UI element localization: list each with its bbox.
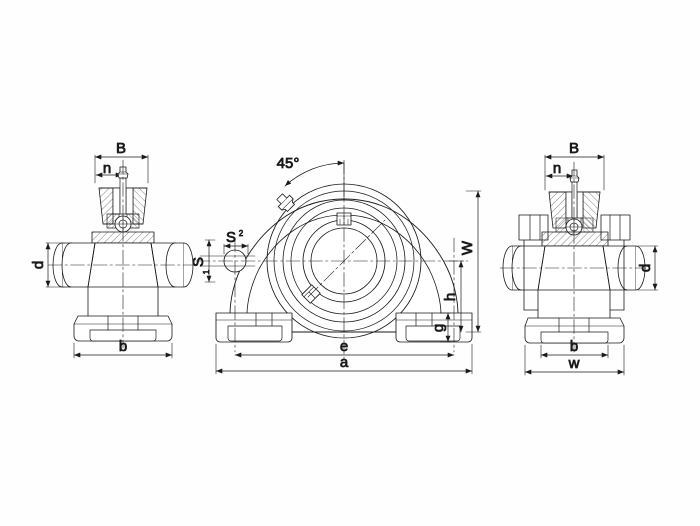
- front-view-label-a: a: [340, 354, 349, 371]
- left-view-dim-d: d: [30, 242, 65, 288]
- front-view-dim-S2: S 2: [223, 229, 249, 255]
- front-view-dim-S1: S 1: [190, 239, 216, 283]
- front-view-label-h: h: [442, 293, 459, 301]
- front-view-label-S1: S: [190, 257, 207, 267]
- left-view-label-n: n: [103, 160, 111, 177]
- left-view-label-d: d: [30, 261, 47, 269]
- front-view-centrelines: [195, 159, 469, 361]
- right-view-dim-B: B: [544, 140, 605, 191]
- front-view-label-S2-sub: 2: [239, 229, 244, 238]
- front-view-label-S2: S: [226, 229, 236, 246]
- right-view-label-b: b: [570, 338, 578, 355]
- front-view-label-S1-sub: 1: [202, 269, 211, 274]
- right-view: B n: [499, 140, 659, 376]
- front-view-label-g: g: [430, 324, 447, 332]
- left-view-dim-b: b: [73, 338, 173, 359]
- front-view-dim-h: h: [442, 260, 465, 333]
- front-view-dim-g: g: [430, 312, 452, 343]
- front-view-dim-angle: 45°: [276, 155, 345, 201]
- left-view-dim-B: B: [94, 140, 149, 184]
- front-view-dim-W: W: [459, 190, 482, 333]
- front-view-grease-nipple: [276, 193, 295, 212]
- left-view-dim-n: n: [95, 160, 123, 187]
- right-view-dim-d: d: [637, 245, 659, 291]
- right-view-centrelines: [499, 161, 647, 353]
- front-view-label-angle: 45°: [277, 155, 300, 172]
- right-view-dim-n: n: [545, 160, 574, 189]
- right-view-label-B: B: [569, 140, 579, 157]
- right-view-label-w: w: [568, 355, 580, 372]
- right-view-label-d: d: [637, 264, 654, 272]
- front-view: 45° S 1 S 2 W h: [190, 155, 482, 375]
- right-view-dim-b: b: [540, 338, 609, 359]
- right-view-dim-w: w: [524, 344, 625, 376]
- left-view-label-b: b: [119, 338, 127, 355]
- right-view-label-n: n: [553, 160, 561, 177]
- left-view: B n: [30, 140, 197, 359]
- left-view-centrelines: [47, 159, 197, 349]
- front-view-label-e: e: [340, 338, 348, 355]
- front-view-label-W: W: [459, 240, 476, 255]
- front-view-dim-a: a: [215, 343, 473, 375]
- front-view-dim-e: e: [234, 338, 455, 358]
- left-view-label-B: B: [116, 140, 126, 157]
